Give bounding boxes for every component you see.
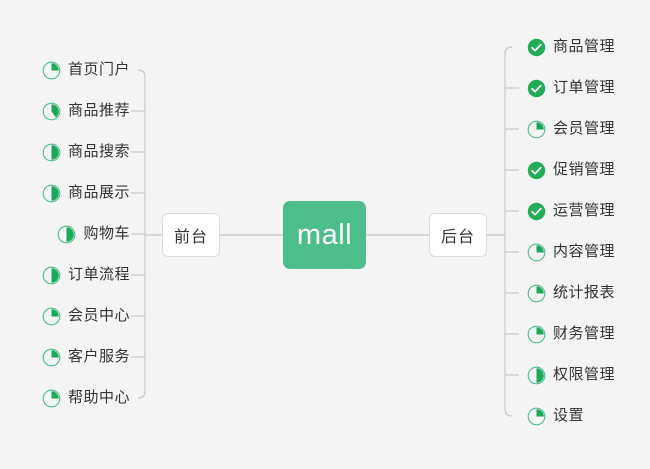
leaf-node[interactable]: 订单流程 xyxy=(42,262,130,288)
leaf-node[interactable]: 购物车 xyxy=(57,221,130,247)
leaf-node[interactable]: 会员中心 xyxy=(42,303,130,329)
leaf-node-label: 运营管理 xyxy=(553,202,616,219)
leaf-node-label: 统计报表 xyxy=(553,284,616,301)
leaf-node-label: 设置 xyxy=(553,407,585,424)
check-circle-icon xyxy=(527,38,546,56)
pie-progress-icon xyxy=(42,102,61,120)
leaf-node[interactable]: 订单管理 xyxy=(527,75,615,101)
pie-progress-icon xyxy=(42,307,61,325)
leaf-node[interactable]: 设置 xyxy=(527,403,584,429)
leaf-node[interactable]: 商品搜索 xyxy=(42,139,130,165)
leaf-node[interactable]: 商品管理 xyxy=(527,34,615,60)
pie-progress-icon xyxy=(527,284,546,302)
leaf-node[interactable]: 客户服务 xyxy=(42,344,130,370)
leaf-node-label: 内容管理 xyxy=(553,243,616,260)
leaf-node-label: 商品推荐 xyxy=(67,102,130,119)
pie-progress-icon xyxy=(42,266,61,284)
pie-progress-icon xyxy=(58,225,76,243)
leaf-node-label: 首页门户 xyxy=(67,61,130,78)
pie-progress-icon xyxy=(527,366,546,384)
leaf-node-label: 促销管理 xyxy=(553,161,616,178)
pie-progress-icon xyxy=(527,407,546,425)
pie-progress-icon xyxy=(42,348,61,366)
branch-node-back[interactable]: 后台 xyxy=(429,213,487,257)
leaf-node[interactable]: 运营管理 xyxy=(527,198,615,224)
leaf-node[interactable]: 帮助中心 xyxy=(42,385,130,411)
leaf-node[interactable]: 权限管理 xyxy=(527,362,615,388)
check-circle-icon xyxy=(527,202,546,220)
pie-progress-icon xyxy=(42,184,61,202)
pie-progress-icon xyxy=(527,243,546,261)
leaf-node[interactable]: 财务管理 xyxy=(527,321,615,347)
leaf-node-label: 订单流程 xyxy=(67,266,130,283)
leaf-node-label: 财务管理 xyxy=(553,325,616,342)
leaf-node-label: 订单管理 xyxy=(553,79,616,96)
leaf-node[interactable]: 会员管理 xyxy=(527,116,615,142)
pie-progress-icon xyxy=(42,143,61,161)
branch-node-back-label: 后台 xyxy=(440,229,475,246)
leaf-node[interactable]: 商品展示 xyxy=(42,180,130,206)
leaf-node-label: 会员管理 xyxy=(553,120,616,137)
branch-node-front[interactable]: 前台 xyxy=(162,213,220,257)
pie-progress-icon xyxy=(527,325,546,343)
check-circle-icon xyxy=(527,161,546,179)
branch-node-front-label: 前台 xyxy=(173,229,208,246)
center-node-label: mall xyxy=(296,218,353,251)
leaf-node[interactable]: 统计报表 xyxy=(527,280,615,306)
pie-progress-icon xyxy=(42,389,61,407)
center-node[interactable]: mall xyxy=(283,201,366,269)
leaf-node-label: 商品展示 xyxy=(67,184,130,201)
leaf-node[interactable]: 商品推荐 xyxy=(42,98,130,124)
leaf-node-label: 商品管理 xyxy=(553,38,616,55)
leaf-node-label: 帮助中心 xyxy=(67,389,130,406)
pie-progress-icon xyxy=(42,61,61,79)
pie-progress-icon xyxy=(527,120,546,138)
leaf-node[interactable]: 首页门户 xyxy=(42,57,130,83)
leaf-node-label: 客户服务 xyxy=(67,348,130,365)
leaf-node-label: 购物车 xyxy=(83,225,130,242)
leaf-node-label: 权限管理 xyxy=(553,366,616,383)
leaf-node-label: 会员中心 xyxy=(67,307,130,324)
leaf-node-label: 商品搜索 xyxy=(67,143,130,160)
check-circle-icon xyxy=(527,79,546,97)
leaf-node[interactable]: 促销管理 xyxy=(527,157,615,183)
leaf-node[interactable]: 内容管理 xyxy=(527,239,615,265)
